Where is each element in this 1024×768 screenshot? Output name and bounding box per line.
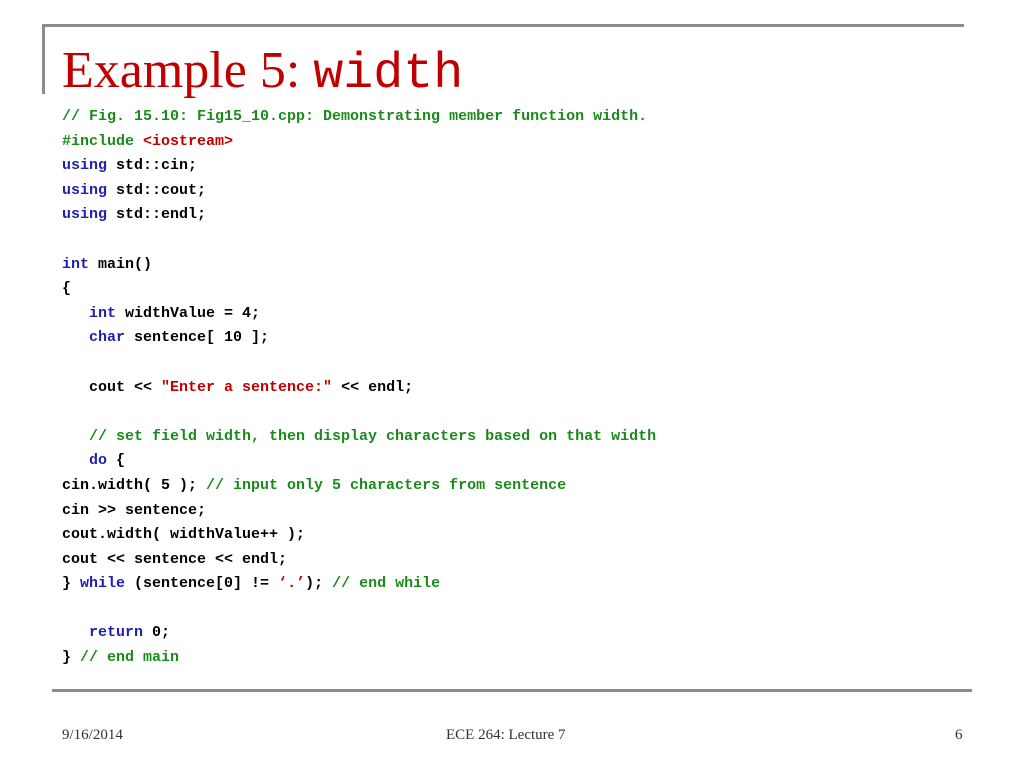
code-line bbox=[62, 400, 656, 425]
slide-title: Example 5: width bbox=[62, 38, 463, 104]
code-token: // end main bbox=[80, 649, 180, 667]
code-token: } bbox=[62, 649, 81, 667]
code-token: // input only 5 characters from sentence bbox=[206, 476, 567, 494]
code-token: std::cin; bbox=[107, 157, 198, 175]
code-line: int widthValue = 4; bbox=[62, 302, 656, 327]
code-line: cout << "Enter a sentence:" << endl; bbox=[62, 376, 656, 401]
code-token: << endl; bbox=[332, 378, 414, 396]
code-token: int bbox=[62, 255, 90, 273]
code-line: cin >> sentence; bbox=[62, 499, 656, 524]
code-token: "Enter a sentence:" bbox=[161, 378, 333, 396]
code-line: cout << sentence << endl; bbox=[62, 548, 656, 573]
code-token: #include bbox=[62, 132, 144, 150]
code-line bbox=[62, 228, 656, 253]
code-token: <iostream> bbox=[143, 132, 234, 150]
code-token: 0; bbox=[143, 624, 171, 642]
code-line bbox=[62, 351, 656, 376]
code-line: char sentence[ 10 ]; bbox=[62, 326, 656, 351]
code-token bbox=[62, 305, 89, 322]
code-line: using std::cin; bbox=[62, 154, 656, 179]
code-line bbox=[62, 597, 656, 622]
code-token: using bbox=[62, 157, 108, 175]
footer-lecture-title: ECE 264: Lecture 7 bbox=[446, 727, 566, 743]
code-token: return bbox=[89, 624, 144, 642]
code-token: cout.width( widthValue++ ); bbox=[62, 526, 306, 544]
code-listing: // Fig. 15.10: Fig15_10.cpp: Demonstrati… bbox=[62, 105, 656, 671]
code-token bbox=[62, 624, 89, 641]
code-token: ‘.’ bbox=[278, 575, 306, 593]
code-token bbox=[62, 452, 89, 469]
code-token: cin >> sentence; bbox=[62, 501, 207, 519]
code-token: widthValue = 4; bbox=[116, 304, 261, 322]
code-token: cout << bbox=[62, 378, 162, 396]
code-line: // set field width, then display charact… bbox=[62, 425, 656, 450]
code-line: } while (sentence[0] != ‘.’); // end whi… bbox=[62, 572, 656, 597]
code-token: // set field width, then display charact… bbox=[62, 427, 657, 445]
code-token: char bbox=[89, 329, 126, 347]
slide-title-code: width bbox=[313, 46, 464, 103]
code-token bbox=[62, 329, 89, 346]
slide-title-text: Example 5: bbox=[62, 42, 314, 99]
code-token: (sentence[0] != bbox=[125, 575, 279, 593]
code-token: using bbox=[62, 206, 108, 224]
code-line: cout.width( widthValue++ ); bbox=[62, 523, 656, 548]
code-token: do bbox=[89, 452, 108, 470]
code-line: return 0; bbox=[62, 621, 656, 646]
slide-frame-left-rule bbox=[42, 24, 45, 94]
code-token: cout << sentence << endl; bbox=[62, 550, 288, 568]
code-line: int main() bbox=[62, 253, 656, 278]
code-line: do { bbox=[62, 449, 656, 474]
code-token: std::cout; bbox=[107, 181, 207, 199]
code-token: cin.width( 5 ); bbox=[62, 476, 207, 494]
code-line: #include <iostream> bbox=[62, 130, 656, 155]
code-token: // Fig. 15.10: Fig15_10.cpp: Demonstrati… bbox=[62, 108, 648, 125]
slide-frame-top-rule bbox=[42, 24, 964, 27]
code-token: { bbox=[62, 280, 72, 298]
code-token: } bbox=[62, 575, 81, 593]
code-token: sentence[ 10 ]; bbox=[125, 329, 270, 347]
code-token: ); bbox=[305, 575, 333, 593]
footer-page-number: 6 bbox=[955, 727, 963, 743]
code-line: using std::endl; bbox=[62, 203, 656, 228]
code-line: { bbox=[62, 277, 656, 302]
code-line: } // end main bbox=[62, 646, 656, 671]
code-token: main() bbox=[89, 255, 153, 273]
code-token: { bbox=[107, 452, 126, 470]
code-token: using bbox=[62, 181, 108, 199]
code-token: // end while bbox=[332, 575, 441, 593]
code-line: // Fig. 15.10: Fig15_10.cpp: Demonstrati… bbox=[62, 105, 656, 130]
code-token: std::endl; bbox=[107, 206, 207, 224]
footer-divider bbox=[52, 689, 972, 692]
code-token: while bbox=[80, 575, 126, 593]
code-line: cin.width( 5 ); // input only 5 characte… bbox=[62, 474, 656, 499]
code-line: using std::cout; bbox=[62, 179, 656, 204]
code-token: int bbox=[89, 304, 117, 322]
footer-date: 9/16/2014 bbox=[62, 727, 123, 743]
